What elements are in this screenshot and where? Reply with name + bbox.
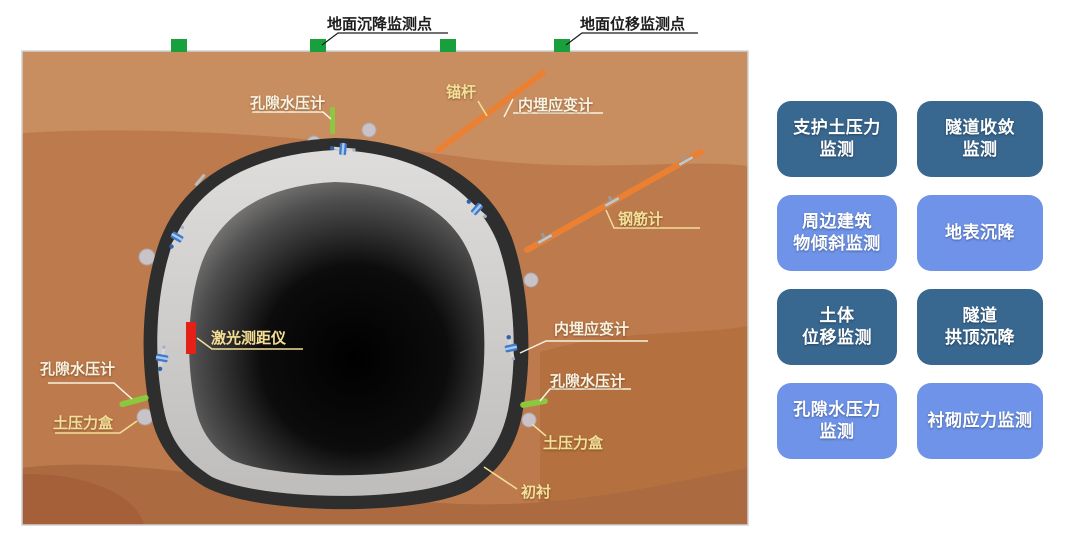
callout-lines — [48, 32, 700, 490]
surface-displacement-label: 地面位移监测点 — [580, 15, 685, 33]
tunnel-void — [189, 182, 485, 476]
pore-sensor-icon — [119, 394, 149, 408]
embedded-strain-right-label: 内埋应变计 — [554, 320, 629, 338]
surface-marker-icon — [440, 39, 456, 52]
surface-marker-icon — [171, 39, 187, 52]
pressure-cell-icon — [523, 272, 539, 288]
button-tunnel-convergence[interactable]: 隧道收敛监测 — [917, 101, 1043, 177]
earth-pressure-cell-left-label: 土压力盒 — [53, 414, 114, 432]
pressure-cell-icon — [361, 122, 377, 138]
surface-marker-icon — [554, 39, 570, 52]
button-building-tilt[interactable]: 周边建筑物倾斜监测 — [777, 195, 897, 271]
laser-rangefinder-label: 激光测距仪 — [211, 329, 287, 347]
button-lining-stress[interactable]: 衬砌应力监测 — [917, 383, 1043, 459]
illustration-frame — [21, 50, 749, 526]
surface-settlement-label: 地面沉降监测点 — [327, 15, 432, 33]
button-surface-settlement[interactable]: 地表沉降 — [917, 195, 1043, 271]
surface-marker-icon — [310, 39, 326, 52]
button-support-earth-pressure[interactable]: 支护土压力监测 — [777, 101, 897, 177]
pore-pressure-right-label: 孔隙水压计 — [550, 372, 625, 390]
pressure-cell-icon — [138, 248, 156, 266]
button-pore-water-pressure[interactable]: 孔隙水压力监测 — [777, 383, 897, 459]
rebar-gauge-label: 钢筋计 — [618, 210, 663, 228]
tunnel-monitoring-diagram: 地面沉降监测点 地面位移监测点 孔隙水压计 锚杆 内埋应变计 钢筋计 激光测距仪… — [21, 15, 749, 526]
monitoring-button-panel: 支护土压力监测 隧道收敛监测 周边建筑物倾斜监测 地表沉降 土体位移监测 隧道拱… — [777, 101, 1043, 459]
embedded-strain-top-label: 内埋应变计 — [518, 96, 593, 114]
surface-markers — [171, 39, 570, 52]
anchor-bolt-icon — [435, 70, 546, 153]
pore-pressure-left-label: 孔隙水压计 — [40, 360, 115, 378]
laser-rangefinder-icon — [186, 322, 196, 354]
pore-pressure-top-label: 孔隙水压计 — [250, 94, 325, 112]
pore-sensor-icon — [330, 107, 335, 134]
button-soil-displacement[interactable]: 土体位移监测 — [777, 289, 897, 365]
initial-lining-label: 初衬 — [521, 483, 551, 501]
probe-icon — [194, 173, 206, 187]
anchor-bolt-label: 锚杆 — [446, 83, 476, 101]
earth-pressure-cell-right-label: 土压力盒 — [543, 434, 604, 452]
button-crown-settlement[interactable]: 隧道拱顶沉降 — [917, 289, 1043, 365]
